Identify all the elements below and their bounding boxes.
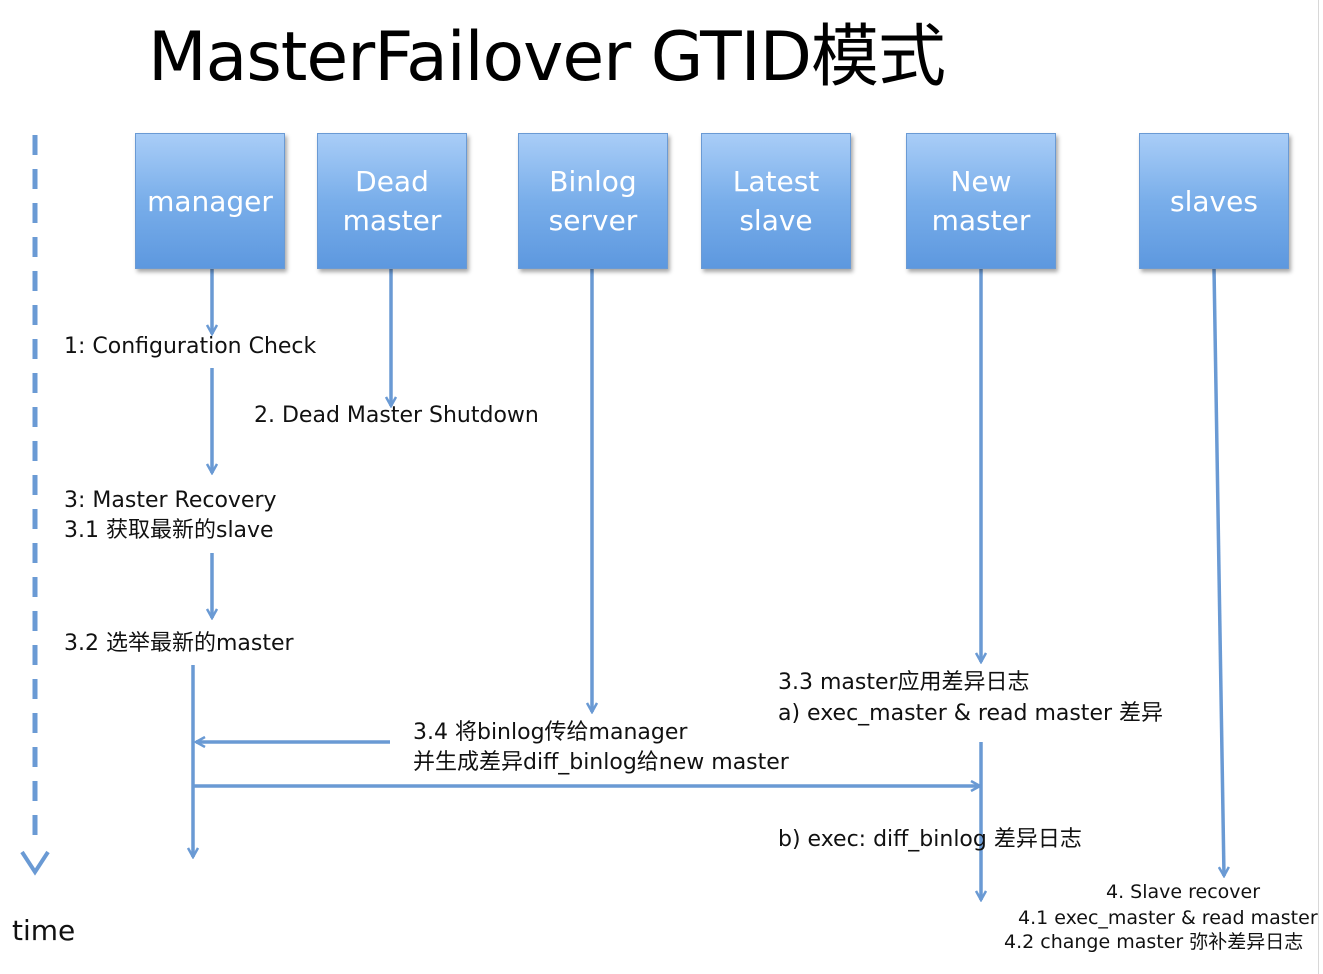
step-2-label: 2. Dead Master Shutdown <box>254 403 539 428</box>
actor-manager: manager <box>135 133 285 269</box>
actor-latest-slave: Latest slave <box>701 133 851 269</box>
step-3-2-label: 3.2 选举最新的master <box>64 631 294 656</box>
step-3-1-label: 3.1 获取最新的slave <box>64 518 274 543</box>
step-4-label: 4. Slave recover <box>1106 881 1261 903</box>
step-3-4-label-line2: 并生成差异diff_binlog给new master <box>413 750 789 775</box>
step-3-3b-label: b) exec: diff_binlog 差异日志 <box>778 827 1082 852</box>
time-axis-head <box>20 850 50 876</box>
step-4-1-label: 4.1 exec_master & read master 差异 <box>1018 907 1323 929</box>
step-4-2-label: 4.2 change master 弥补差异日志 <box>1004 931 1304 953</box>
step-3-3-label: 3.3 master应用差异日志 <box>778 670 1030 695</box>
time-label: time <box>12 914 76 947</box>
slaves-arrow <box>1212 267 1224 876</box>
actor-new-master: New master <box>906 133 1056 269</box>
page-edge <box>1318 0 1319 974</box>
actor-slaves: slaves <box>1139 133 1289 269</box>
step-3-3a-label: a) exec_master & read master 差异 <box>778 701 1164 726</box>
step-3-label: 3: Master Recovery <box>64 488 277 513</box>
diagram-title: MasterFailover GTID模式 <box>148 18 946 97</box>
actor-dead-master: Dead master <box>317 133 467 269</box>
actor-binlog-server: Binlog server <box>518 133 668 269</box>
step-3-4-label-line1: 3.4 将binlog传给manager <box>413 720 688 745</box>
step-1-label: 1: Configuration Check <box>64 334 317 359</box>
